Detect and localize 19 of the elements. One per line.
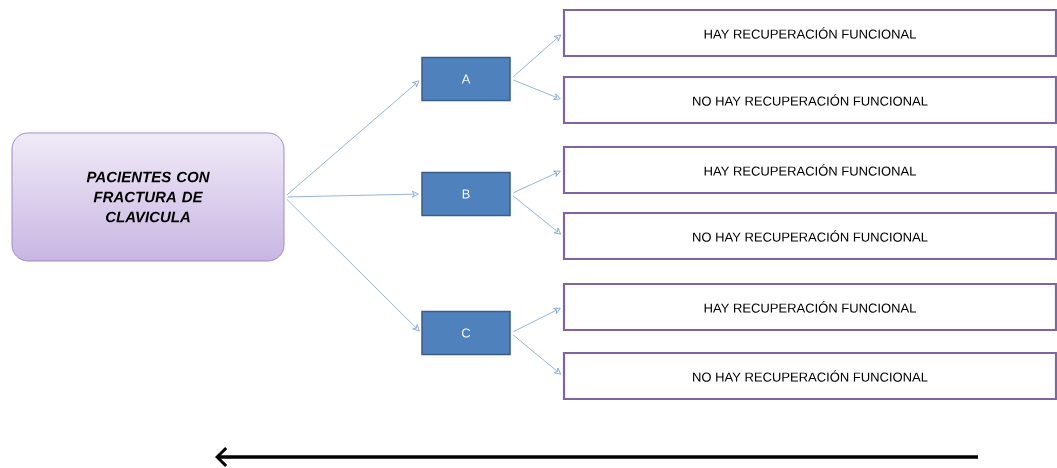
arrow	[513, 170, 561, 194]
outcome-box: HAY RECUPERACIÓN FUNCIONAL	[562, 145, 1057, 195]
option-box: A	[421, 56, 511, 102]
outcome-box: NO HAY RECUPERACIÓN FUNCIONAL	[562, 75, 1057, 125]
arrow	[513, 79, 561, 100]
arrow	[512, 34, 562, 78]
arrow	[512, 195, 562, 235]
outcome-box: NO HAY RECUPERACIÓN FUNCIONAL	[562, 211, 1057, 261]
arrow	[286, 198, 420, 332]
arrow	[286, 80, 420, 196]
arrow	[513, 307, 561, 333]
rounded-box: PACIENTES CON FRACTURA DE CLAVICULA	[11, 132, 285, 262]
arrow	[512, 334, 562, 375]
outcome-box: HAY RECUPERACIÓN FUNCIONAL	[562, 8, 1057, 58]
option-box: C	[421, 310, 511, 356]
outcome-box: HAY RECUPERACIÓN FUNCIONAL	[562, 282, 1057, 332]
arrow	[287, 190, 419, 198]
option-box: B	[421, 171, 511, 217]
outcome-box: NO HAY RECUPERACIÓN FUNCIONAL	[562, 351, 1057, 401]
